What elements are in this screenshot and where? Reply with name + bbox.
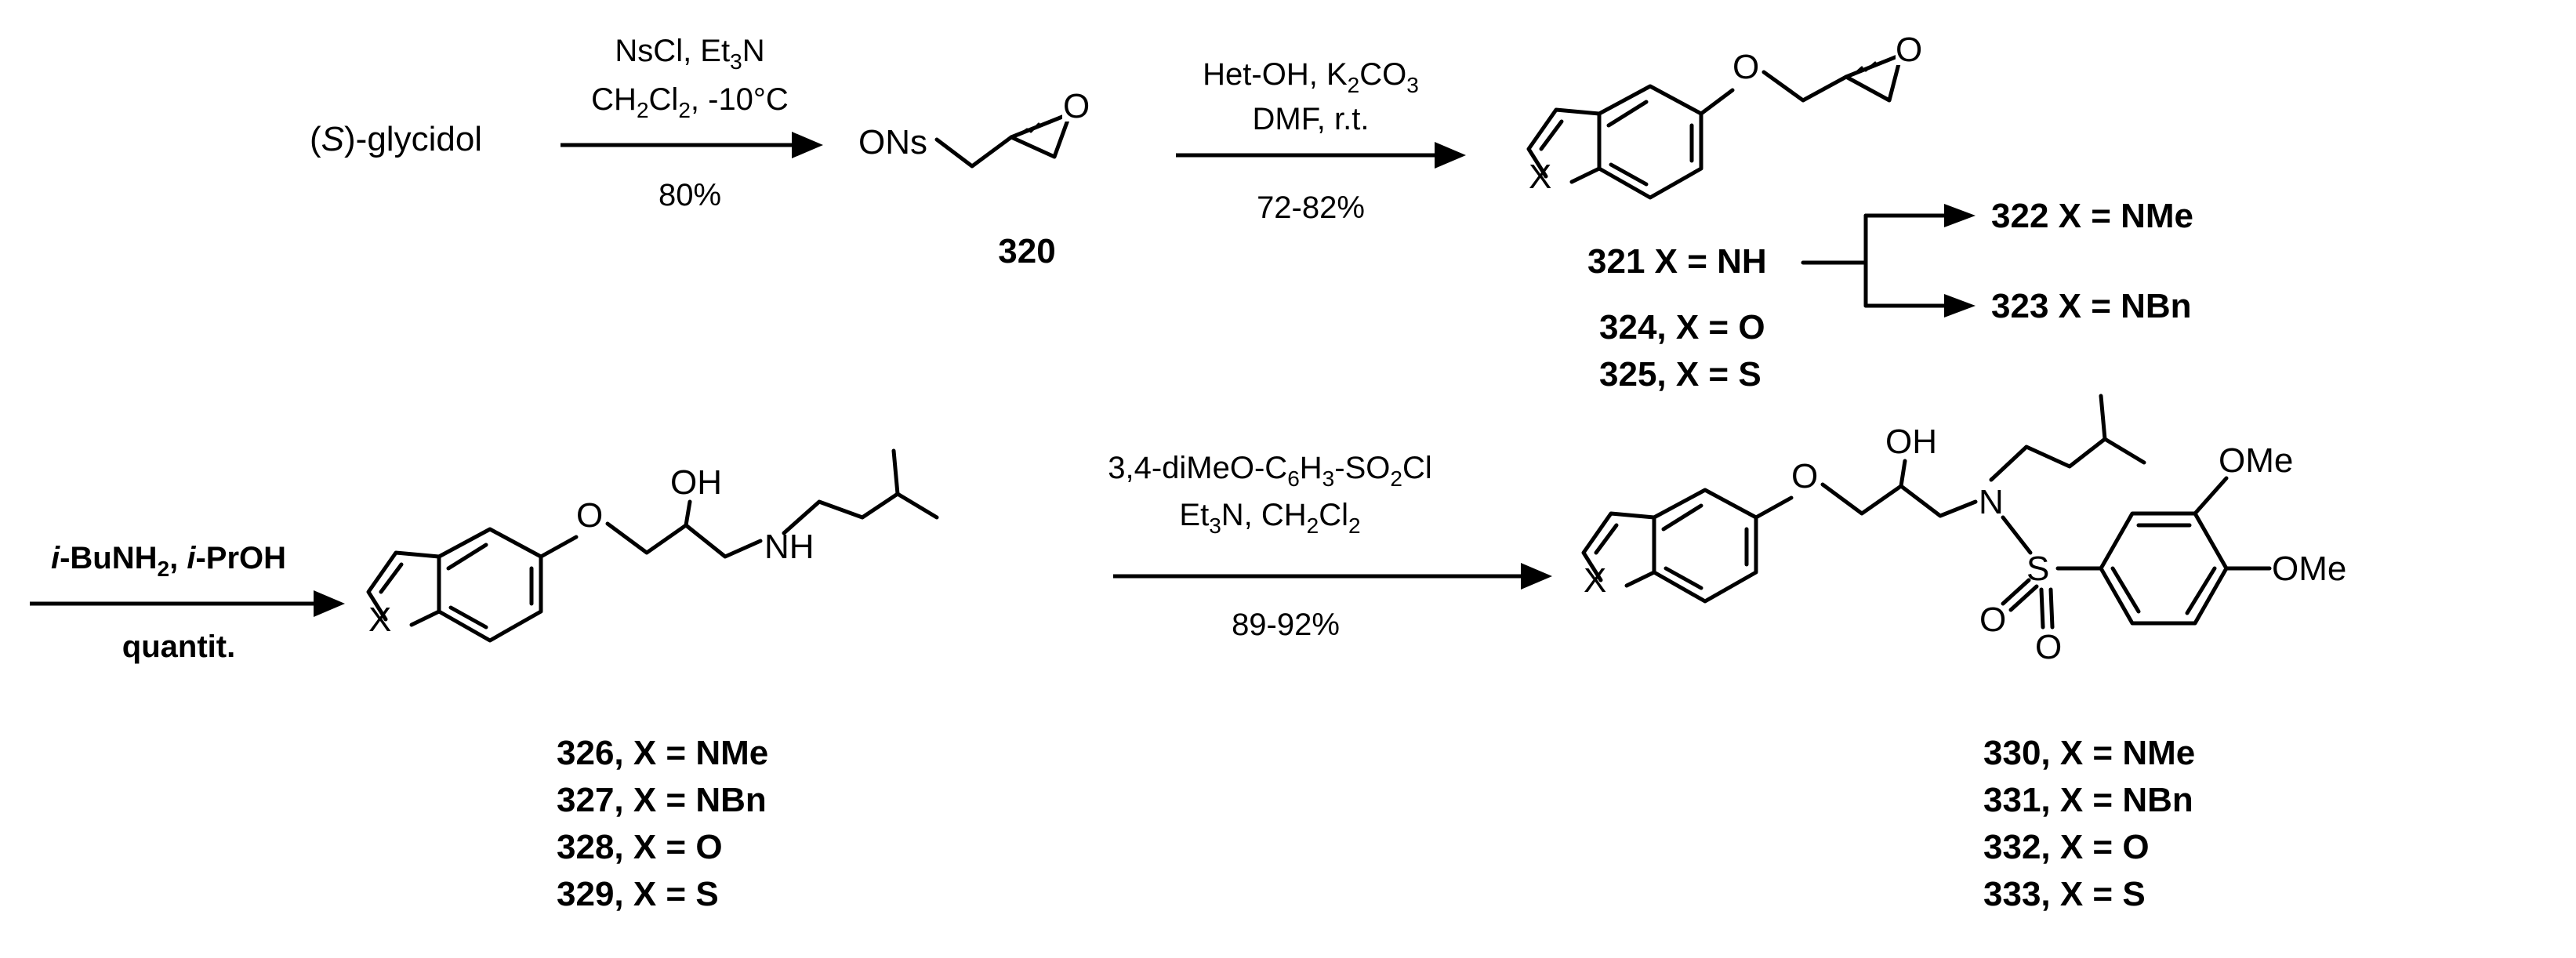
compound-327-label: 327, X = NBn <box>557 781 767 819</box>
step2-solvent: DMF, r.t. <box>1253 102 1370 136</box>
methoxy-4-label: OMe <box>2272 550 2346 588</box>
arrow-head-3 <box>314 590 345 617</box>
step4-base: Et3N, CH2Cl2 <box>1179 498 1360 538</box>
compound-325-label: 325, X = S <box>1599 355 1761 394</box>
step3-yield: quantit. <box>122 630 235 664</box>
step3-reagent: i-BuNH2, i-PrOH <box>51 541 286 581</box>
step2-reagent: Het-OH, K2CO3 <box>1203 57 1419 97</box>
start-material-label: (S)-glycidol <box>310 120 482 158</box>
compound-321-label: 321 X = NH <box>1587 242 1767 281</box>
compound-324-label: 324, X = O <box>1599 308 1765 347</box>
ether-oxygen-3: O <box>576 496 603 535</box>
ether-oxygen-4: O <box>1791 457 1818 495</box>
svg-text:(S)-glycidol: (S)-glycidol <box>310 120 482 158</box>
arrow-head-4 <box>1521 563 1552 590</box>
amine-nh-label: NH <box>764 528 815 566</box>
step1-yield: 80% <box>659 178 721 212</box>
sulfonyl-oxygen-b: O <box>2035 628 2062 666</box>
step2-yield: 72-82% <box>1257 191 1365 225</box>
methoxy-3-label: OMe <box>2219 441 2293 480</box>
ether-oxygen: O <box>1732 48 1759 86</box>
epoxide-oxygen-2: O <box>1896 31 1922 69</box>
amine-compound-labels: 326, X = NMe 327, X = NBn 328, X = O 329… <box>557 734 768 913</box>
sulfonyl-oxygen-a: O <box>1979 601 2006 639</box>
compound-330-label: 330, X = NMe <box>1983 734 2195 772</box>
compound-322-label: 322 X = NMe <box>1991 197 2193 235</box>
start-name: glycidol <box>367 120 482 158</box>
aryl-glycidyl-ether-structure: O O X <box>1526 30 1925 200</box>
compound-328-label: 328, X = O <box>557 828 723 866</box>
epoxide-oxygen: O <box>1063 87 1090 125</box>
sulfonamide-product-structure: X O OH N S O O OMe OMe <box>1581 394 2346 666</box>
hydroxyl-label: OH <box>670 463 722 502</box>
arrow-head-2 <box>1435 142 1466 169</box>
heteroatom-x-2: X <box>368 601 391 639</box>
compound-333-label: 333, X = S <box>1983 875 2146 913</box>
compound-323-label: 323 X = NBn <box>1991 287 2192 325</box>
compound-329-label: 329, X = S <box>557 875 719 913</box>
heteroatom-x-3: X <box>1584 561 1606 600</box>
amino-alcohol-structure: X O . OH NH <box>366 448 939 643</box>
sulfonamide-n-label: N <box>1979 483 2004 521</box>
compound-326-label: 326, X = NMe <box>557 734 768 772</box>
nosylate-label: ONs <box>858 123 927 161</box>
step1-reagent: NsCl, Et3N <box>615 34 764 74</box>
step4-reagent: 3,4-diMeO-C6H3-SO2Cl <box>1108 451 1431 491</box>
compound-320-number: 320 <box>998 232 1055 270</box>
heteroatom-x: X <box>1529 158 1551 196</box>
arrow-head-1 <box>792 132 823 158</box>
compound-331-label: 331, X = NBn <box>1983 781 2193 819</box>
compound-320-structure: ONs O <box>858 86 1092 169</box>
branch-lower-arrowhead <box>1944 294 1976 318</box>
step4-yield: 89-92% <box>1232 608 1340 642</box>
compound-332-label: 332, X = O <box>1983 828 2150 866</box>
hydroxyl-label-2: OH <box>1885 423 1937 461</box>
sulfur-label: S <box>2026 550 2049 588</box>
product-compound-labels: 330, X = NMe 331, X = NBn 332, X = O 333… <box>1983 734 2195 913</box>
branch-upper-arrowhead <box>1944 204 1976 227</box>
step1-solvent: CH2Cl2, -10°C <box>591 82 789 122</box>
